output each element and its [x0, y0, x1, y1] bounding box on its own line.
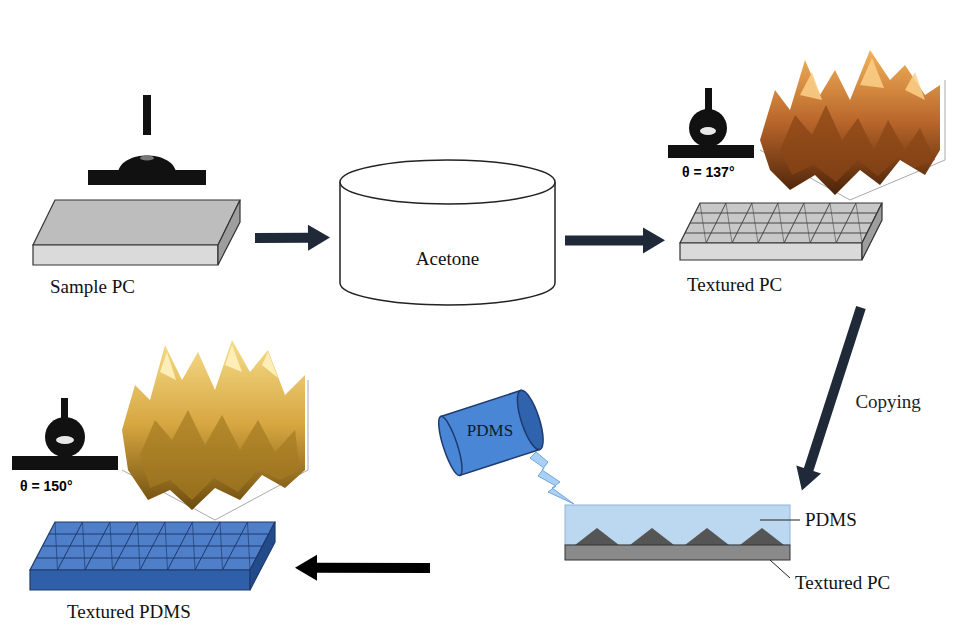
plate-node: Sample PC	[30, 195, 245, 300]
node-text: Textured PC	[687, 274, 782, 296]
droplet-photo	[88, 95, 206, 185]
process-arrow	[295, 555, 430, 581]
process-arrow	[255, 225, 330, 251]
mold-node: PDMS Textured PC	[440, 500, 900, 600]
plate-node: Textured PC	[675, 195, 885, 298]
acetone-bath	[340, 160, 555, 305]
mold-assembly	[565, 505, 800, 578]
droplet-photo	[668, 88, 754, 158]
textured-pc-plate	[680, 203, 882, 260]
afm-surface	[760, 50, 945, 200]
plate-node: Textured PDMS	[25, 515, 285, 625]
textured-pdms-plate	[30, 522, 275, 590]
contact-angle: θ = 150°	[20, 478, 72, 494]
contact-angle: θ = 137°	[682, 164, 734, 180]
node-text: Textured PC	[795, 572, 890, 594]
process-arrow	[796, 306, 865, 491]
afm-surface	[122, 340, 308, 520]
node-text: Acetone	[340, 248, 555, 270]
edge-label: Copying	[855, 391, 920, 413]
pdms-bucket	[434, 388, 574, 504]
node-text: Sample PC	[50, 276, 135, 298]
cylinder-node: Acetone	[340, 158, 555, 308]
pc-plate	[33, 200, 240, 265]
node-text: PDMS	[805, 509, 857, 531]
bucket-label: PDMS	[440, 421, 540, 441]
node-text: Textured PDMS	[67, 601, 191, 623]
droplet-photo	[12, 398, 118, 470]
process-arrow	[565, 227, 665, 253]
